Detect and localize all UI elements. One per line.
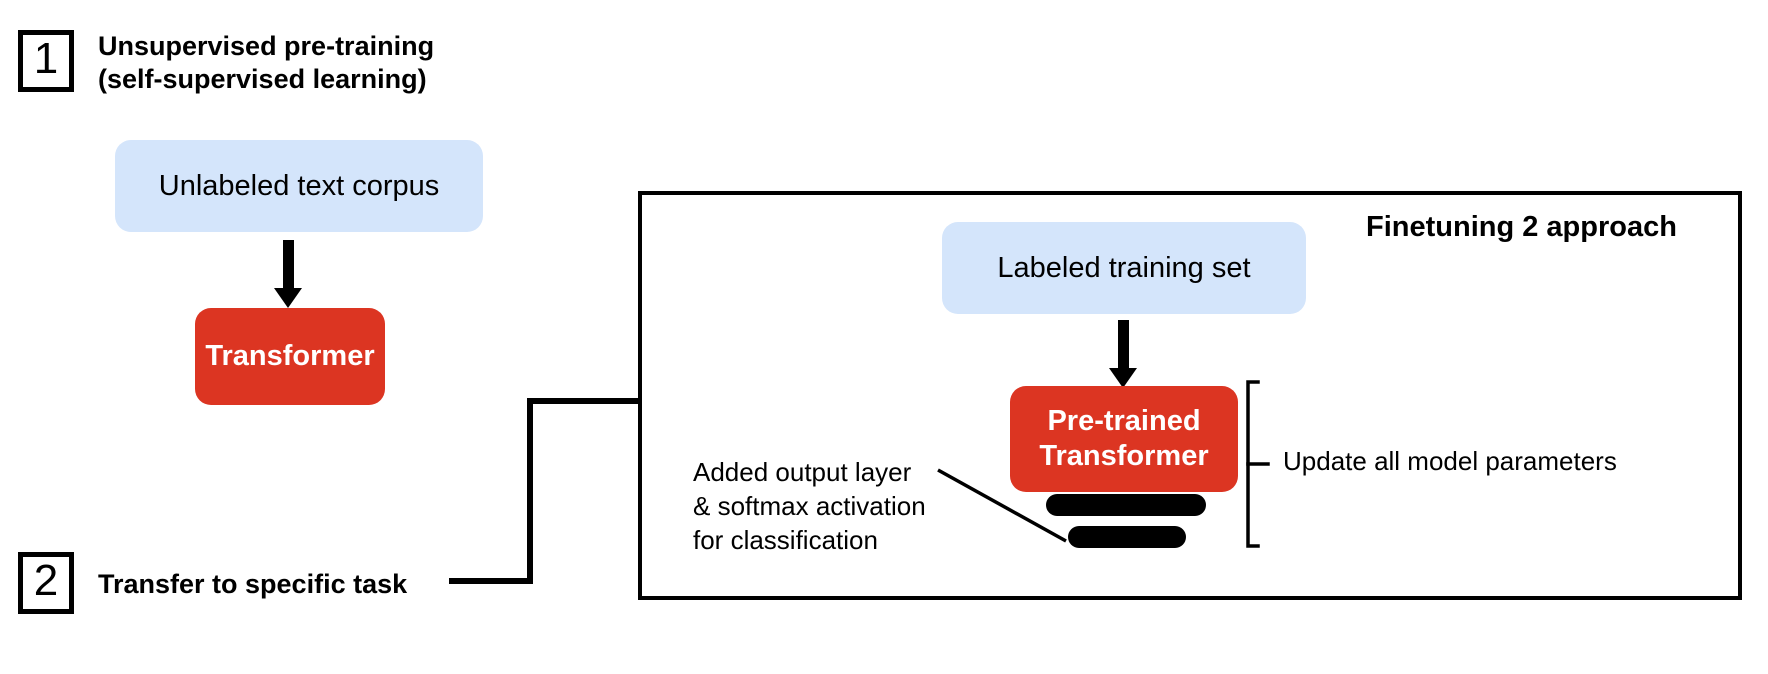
connector-horizontal-upper bbox=[527, 398, 642, 404]
connector-vertical bbox=[527, 398, 533, 584]
output-layer-bar-top bbox=[1046, 494, 1206, 516]
step-number-2: 2 bbox=[33, 556, 59, 605]
transformer-label: Transformer bbox=[205, 340, 375, 373]
arrow-shaft-pretrain bbox=[283, 240, 294, 295]
connector-horizontal-lower bbox=[449, 578, 533, 584]
arrow-shaft-finetune bbox=[1118, 320, 1129, 375]
unlabeled-text-corpus-label: Unlabeled text corpus bbox=[158, 169, 440, 202]
step-title-1: Unsupervised pre-training (self-supervis… bbox=[98, 31, 435, 94]
pretrained-transformer-box: Pre-trained Transformer bbox=[1010, 386, 1238, 492]
step-title-2: Transfer to specific task bbox=[98, 569, 408, 599]
step-number-1: 1 bbox=[33, 34, 59, 83]
step-badge-1: 1 bbox=[18, 30, 74, 92]
pretrained-transformer-label: Pre-trained Transformer bbox=[1039, 405, 1209, 472]
step-badge-2: 2 bbox=[18, 552, 74, 614]
finetuning-panel bbox=[638, 191, 1742, 600]
transformer-box: Transformer bbox=[195, 308, 385, 405]
unlabeled-text-corpus-box: Unlabeled text corpus bbox=[115, 140, 483, 232]
arrow-head-finetune bbox=[1109, 368, 1137, 388]
labeled-training-set-box: Labeled training set bbox=[942, 222, 1306, 314]
panel-title: Finetuning 2 approach bbox=[1366, 211, 1677, 243]
output-layer-bar-bottom bbox=[1068, 526, 1186, 548]
arrow-head-pretrain bbox=[274, 288, 302, 308]
bracket-label: Update all model parameters bbox=[1283, 446, 1617, 476]
labeled-training-set-label: Labeled training set bbox=[997, 251, 1251, 284]
output-layer-annotation: Added output layer & softmax activation … bbox=[693, 457, 926, 555]
